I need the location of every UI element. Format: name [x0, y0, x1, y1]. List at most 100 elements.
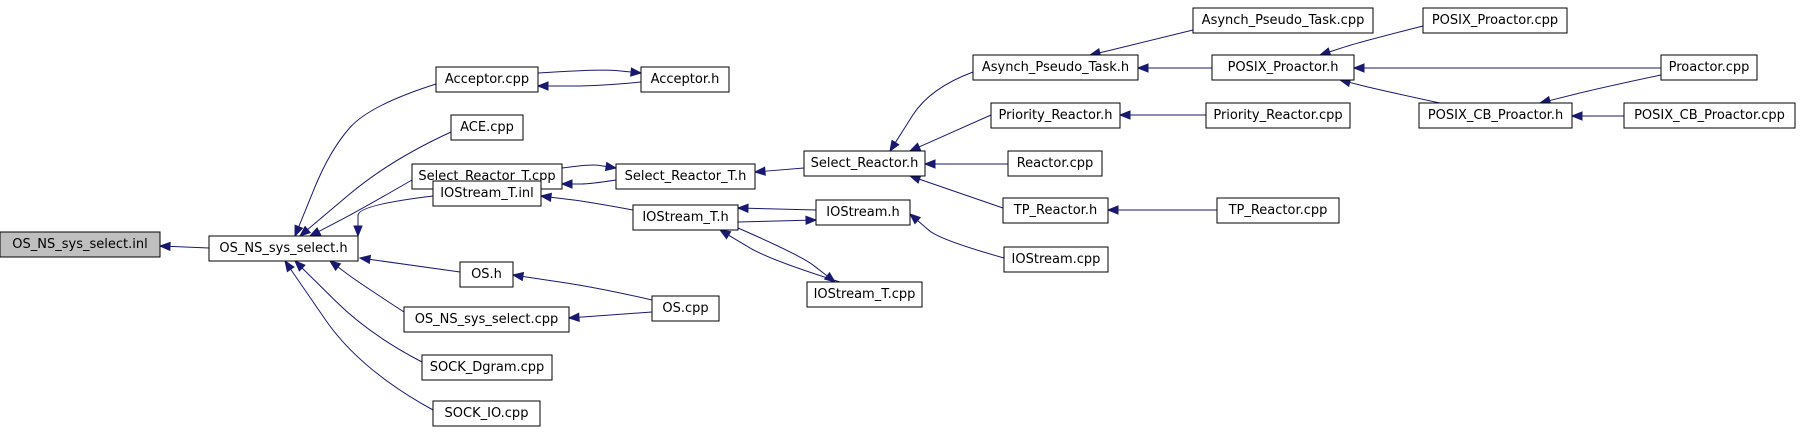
edge-posix-cb-proactor-h-to-posix-proactor-h: [1338, 77, 1441, 104]
node-select-reactor-h[interactable]: Select_Reactor.h: [803, 150, 926, 177]
node-os-ns-sys-select-cpp[interactable]: OS_NS_sys_select.cpp: [403, 306, 570, 333]
node-os-cpp[interactable]: OS.cpp: [651, 295, 720, 322]
edge-line: [307, 131, 452, 230]
arrowhead-icon: [805, 215, 818, 226]
node-label: Select_Reactor_T.h: [625, 169, 747, 184]
node-label: TP_Reactor.cpp: [1228, 203, 1328, 218]
edge-line: [301, 267, 423, 363]
edge-sock-dgram-cpp-to-os-ns-sys-select-h: [294, 260, 423, 363]
edge-iostream-t-h-to-iostream-t-inl: [539, 192, 634, 211]
arrowhead-icon: [358, 254, 372, 265]
node-sock-io-cpp[interactable]: SOCK_IO.cpp: [432, 400, 541, 427]
node-os-ns-sys-select-h[interactable]: OS_NS_sys_select.h: [208, 235, 359, 262]
node-label: OS.cpp: [662, 301, 708, 316]
node-box: [1623, 102, 1796, 129]
node-iostream-t-h[interactable]: IOStream_T.h: [632, 204, 739, 231]
node-iostream-cpp[interactable]: IOStream.cpp: [1003, 246, 1109, 273]
node-asynch-pseudo-task-h[interactable]: Asynch_Pseudo_Task.h: [972, 54, 1139, 81]
edge-line: [578, 311, 653, 318]
node-box: [1422, 7, 1568, 34]
node-box: [432, 180, 542, 207]
node-os-ns-sys-select-inl[interactable]: OS_NS_sys_select.inl: [0, 231, 161, 258]
node-box: [432, 400, 541, 427]
node-iostream-h[interactable]: IOStream.h: [815, 199, 911, 226]
node-sock-dgram-cpp[interactable]: SOCK_Dgram.cpp: [421, 354, 553, 381]
node-tp-reactor-h[interactable]: TP_Reactor.h: [1002, 197, 1109, 224]
node-priority-reactor-h[interactable]: Priority_Reactor.h: [990, 102, 1121, 129]
arrowhead-icon: [539, 192, 552, 202]
node-label: Select_Reactor.h: [811, 156, 919, 171]
node-box: [815, 199, 911, 226]
edge-line: [357, 195, 434, 226]
node-posix-proactor-h[interactable]: POSIX_Proactor.h: [1211, 54, 1355, 81]
node-priority-reactor-cpp[interactable]: Priority_Reactor.cpp: [1205, 102, 1351, 129]
node-box: [1003, 246, 1109, 273]
edge-line: [561, 164, 607, 169]
node-acceptor-h[interactable]: Acceptor.h: [640, 66, 730, 93]
node-box: [208, 235, 359, 262]
node-iostream-t-cpp[interactable]: IOStream_T.cpp: [806, 281, 923, 308]
node-tp-reactor-cpp[interactable]: TP_Reactor.cpp: [1216, 197, 1340, 224]
edge-tp-reactor-cpp-to-tp-reactor-h: [1106, 205, 1217, 215]
arrowhead-icon: [736, 203, 749, 214]
arrowhead-icon: [908, 142, 922, 152]
edge-line: [369, 258, 461, 273]
node-posix-cb-proactor-cpp[interactable]: POSIX_CB_Proactor.cpp: [1623, 102, 1796, 129]
edge-os-ns-sys-select-cpp-to-os-ns-sys-select-h: [328, 260, 405, 313]
node-box: [1418, 102, 1573, 129]
node-label: OS_NS_sys_select.inl: [12, 237, 147, 252]
node-label: Proactor.cpp: [1669, 60, 1750, 75]
arrowhead-icon: [560, 179, 573, 189]
edge-line: [918, 114, 992, 148]
node-box: [435, 66, 539, 93]
arrowhead-icon: [1106, 205, 1119, 215]
node-label: Asynch_Pseudo_Task.h: [982, 60, 1129, 75]
edge-select-reactor-t-cpp-to-os-ns-sys-select-h: [308, 179, 413, 237]
arrowhead-icon: [630, 67, 643, 77]
node-box: [651, 295, 720, 322]
edge-iostream-t-h-to-iostream-h: [737, 215, 818, 226]
node-label: OS_NS_sys_select.cpp: [415, 312, 559, 327]
node-ace-cpp[interactable]: ACE.cpp: [450, 114, 524, 141]
node-posix-proactor-cpp[interactable]: POSIX_Proactor.cpp: [1422, 7, 1568, 34]
node-box: [1002, 197, 1109, 224]
edge-priority-reactor-h-to-select-reactor-h: [908, 114, 992, 152]
nodes-layer: OS_NS_sys_select.inl OS_NS_sys_select.h Ac…: [0, 7, 1796, 427]
node-select-reactor-t-h[interactable]: Select_Reactor_T.h: [615, 163, 756, 190]
edge-proactor-cpp-to-posix-proactor-h: [1352, 63, 1661, 73]
edge-line: [318, 179, 413, 232]
node-label: POSIX_CB_Proactor.h: [1428, 108, 1563, 123]
node-label: IOStream.cpp: [1012, 252, 1101, 267]
arrowhead-icon: [353, 225, 363, 238]
arrowhead-icon: [823, 271, 837, 283]
node-posix-cb-proactor-h[interactable]: POSIX_CB_Proactor.h: [1418, 102, 1573, 129]
edge-sock-io-cpp-to-os-ns-sys-select-h: [284, 259, 434, 411]
edge-os-ns-sys-select-h-to-os-ns-sys-select-inl: [158, 241, 210, 252]
node-reactor-cpp[interactable]: Reactor.cpp: [1007, 150, 1103, 177]
node-box: [421, 354, 553, 381]
node-asynch-pseudo-task-cpp[interactable]: Asynch_Pseudo_Task.cpp: [1192, 7, 1374, 34]
arrowhead-icon: [889, 139, 900, 153]
node-label: Acceptor.h: [651, 72, 720, 87]
edge-acceptor-h-to-acceptor-cpp: [536, 81, 642, 91]
edge-acceptor-cpp-to-acceptor-h: [537, 67, 643, 77]
edge-posix-cb-proactor-cpp-to-posix-cb-proactor-h: [1570, 111, 1624, 121]
arrowhead-icon: [298, 225, 312, 237]
edge-line: [550, 196, 634, 211]
node-box: [1211, 54, 1355, 81]
edge-line: [298, 83, 437, 227]
node-iostream-t-inl[interactable]: IOStream_T.inl: [432, 180, 542, 207]
edge-acceptor-cpp-to-os-ns-sys-select-h: [294, 83, 437, 238]
edge-os-cpp-to-os-h: [511, 271, 653, 301]
node-os-h[interactable]: OS.h: [459, 261, 514, 288]
arrowhead-icon: [567, 312, 580, 322]
node-proactor-cpp[interactable]: Proactor.cpp: [1660, 54, 1758, 81]
node-label: SOCK_Dgram.cpp: [430, 360, 545, 375]
node-label: Acceptor.cpp: [445, 72, 529, 87]
edge-line: [1329, 25, 1424, 53]
edge-priority-reactor-cpp-to-priority-reactor-h: [1118, 110, 1206, 120]
node-label: OS.h: [471, 267, 502, 282]
node-label: Reactor.cpp: [1017, 156, 1094, 171]
edge-iostream-t-inl-to-os-ns-sys-select-h: [353, 195, 434, 238]
node-acceptor-cpp[interactable]: Acceptor.cpp: [435, 66, 539, 93]
